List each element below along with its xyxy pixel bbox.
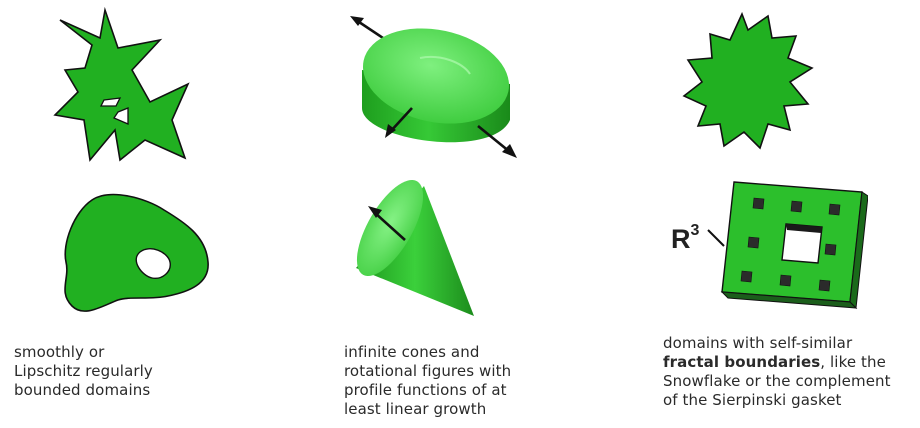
block-bottom-side: [720, 291, 858, 309]
sierpinski-block-figure: [720, 181, 868, 310]
smooth-domain-figure: [64, 193, 209, 312]
caption-line: least linear growth: [344, 400, 487, 418]
block-small-holes: [740, 197, 841, 292]
caption-line-mixed: fractal boundaries, like the: [663, 353, 891, 372]
small-hole: [828, 203, 841, 216]
caption-line: bounded domains: [14, 381, 151, 399]
fractal-boundaries-emphasis: fractal boundaries: [663, 353, 821, 371]
caption-fragment: , like the: [820, 353, 886, 371]
caption-line: of the Sierpinski gasket: [663, 391, 842, 409]
arrow-bottom-right: [477, 124, 511, 154]
cone-body: [356, 186, 474, 316]
block-center-hole-wall: [786, 224, 822, 233]
small-hole: [824, 243, 837, 256]
caption-line: Lipschitz regularly: [14, 362, 153, 380]
small-hole: [752, 197, 765, 210]
arrowhead-bottom-right: [502, 144, 517, 158]
arrowhead-cone: [368, 206, 382, 218]
small-hole: [790, 200, 803, 213]
star-domain-hole-2: [113, 107, 129, 125]
caption-cones: infinite cones and rotational figures wi…: [344, 343, 511, 419]
small-hole: [779, 274, 792, 287]
cylinder-top-highlight: [419, 56, 471, 75]
star-domain-figure: [53, 6, 190, 162]
arrow-bottom-left: [389, 107, 413, 133]
smooth-domain-shape: [64, 193, 209, 312]
arrowhead-top-left: [350, 16, 364, 26]
caption-line: domains with self-similar: [663, 334, 853, 352]
caption-line: smoothly or: [14, 343, 105, 361]
caption-fractal: domains with self-similar fractal bounda…: [663, 334, 891, 410]
small-hole: [818, 279, 831, 292]
star-domain-hole-1: [99, 97, 122, 107]
smooth-domain-hole: [135, 248, 171, 279]
small-hole: [747, 236, 760, 249]
snowflake-shape: [682, 11, 814, 150]
caption-smooth-domains: smoothly or Lipschitz regularly bounded …: [14, 343, 153, 400]
arrow-cone: [373, 211, 406, 241]
r3-pointer: [707, 229, 725, 247]
snowflake-figure: [682, 11, 814, 150]
arrowhead-bottom-left: [385, 124, 396, 138]
star-domain-shape: [53, 6, 190, 162]
small-hole: [740, 270, 753, 283]
cone-figure: [356, 179, 474, 316]
caption-line: Snowflake or the complement: [663, 372, 891, 390]
caption-line: profile functions of at: [344, 381, 507, 399]
cylinder-figure: [350, 16, 517, 158]
cylinder-top: [362, 28, 510, 124]
caption-line: infinite cones and: [344, 343, 480, 361]
caption-line: rotational figures with: [344, 362, 512, 380]
r3-label: R3: [671, 222, 700, 254]
